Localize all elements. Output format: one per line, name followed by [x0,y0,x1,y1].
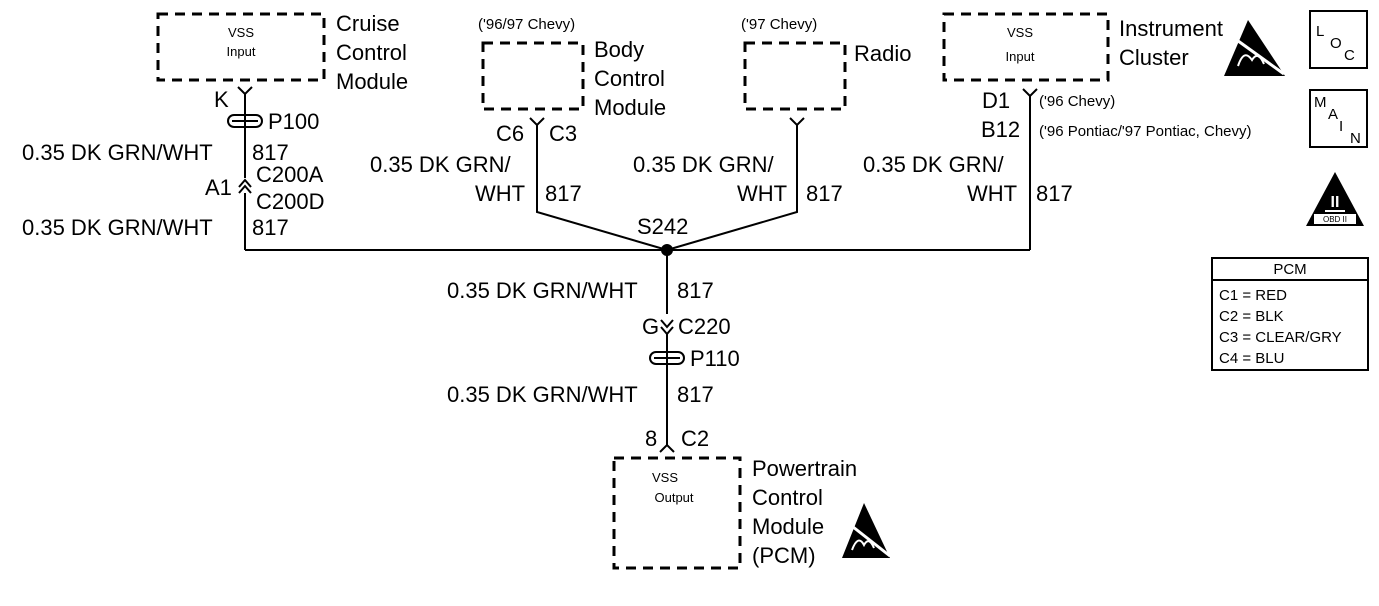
radio-module: ('97 Chevy) Radio [741,16,911,111]
cluster-name-line2: Cluster [1119,45,1189,70]
loc-letter-c: C [1344,47,1355,64]
bcm-wire-gauge-line1: 0.35 DK GRN/ [370,152,511,177]
pcm-connector-color-table: PCM C1 = RED C2 = BLK C3 = CLEAR/GRY C4 … [1211,257,1369,371]
pin-c2: C2 [681,426,709,451]
bcm-wire-gauge-line2: WHT [475,181,525,206]
pin-b12: B12 [981,117,1020,142]
pcm-wire-upper-circuit: 817 [677,278,714,303]
pcm-table-row-c4: C4 = BLU [1219,350,1284,367]
c220-label: C220 [678,314,731,339]
pin-c3: C3 [549,121,577,146]
pin-a1: A1 [205,175,232,200]
p100-connector [227,114,263,128]
cruise-box-label-vss: VSS [228,25,254,40]
pcm-esd-warning-icon [842,503,891,558]
radio-note: ('97 Chevy) [741,16,817,33]
cruise-name-line1: Cruise [336,11,400,36]
p110-connector [649,351,685,365]
main-letter-n: N [1350,130,1361,147]
bcm-wire-circuit: 817 [545,181,582,206]
pin-8: 8 [645,426,657,451]
cruise-name-line3: Module [336,69,408,94]
instrument-cluster: VSS Input Instrument Cluster [942,12,1223,82]
main-letter-i: I [1339,118,1343,135]
pin-g: G [642,314,659,339]
cruise-wire-lower-circuit: 817 [252,215,289,240]
radio-wire [666,117,805,251]
obd-ii-symbol-icon: II OBD II [1306,172,1364,226]
pcm-wire-lower-gauge: 0.35 DK GRN/WHT [447,382,638,407]
pcm-table-row-c1: C1 = RED [1219,287,1287,304]
pin-k: K [214,87,229,112]
p100-label: P100 [268,109,319,134]
radio-wire-circuit: 817 [806,181,843,206]
loc-letter-o: O [1330,35,1342,52]
bcm-box [481,41,585,111]
pcm-table-row-c3: C3 = CLEAR/GRY [1219,329,1342,346]
pcm-table-row-c2: C2 = BLK [1219,308,1284,325]
c200a-label: C200A [256,162,324,187]
pin-c6: C6 [496,121,524,146]
pin-d1-note: ('96 Chevy) [1039,93,1115,110]
bcm-wire [529,117,668,251]
pcm-name-line3: Module [752,514,824,539]
body-control-module: ('96/97 Chevy) Body Control Module [478,16,666,120]
cruise-control-module: VSS Input Cruise Control Module [156,11,408,94]
loc-letter-l: L [1316,23,1324,40]
c200-connector-icon [238,178,252,194]
cluster-name-line1: Instrument [1119,16,1223,41]
main-symbol-icon: M A I N [1309,89,1368,148]
main-letter-m: M [1314,94,1327,111]
cruise-wire-upper-circuit: 817 [252,140,289,165]
loc-symbol-icon: L O C [1309,10,1368,69]
cluster-wire [1022,88,1038,250]
pcm-box-label-vss: VSS [652,470,678,485]
cruise-box-label-input: Input [227,44,256,59]
pcm-wire-lower-circuit: 817 [677,382,714,407]
powertrain-control-module: VSS Output Powertrain Control Module (PC… [612,456,857,570]
main-letter-a: A [1328,106,1338,123]
pcm-table-title: PCM [1273,261,1306,278]
pcm-name-line2: Control [752,485,823,510]
cluster-wire-gauge-line1: 0.35 DK GRN/ [863,152,1004,177]
pcm-box-label-output: Output [654,490,693,505]
cluster-box-label-input: Input [1006,49,1035,64]
radio-box [743,41,847,111]
pcm-box [612,456,742,570]
cruise-module-box [156,12,326,82]
radio-name: Radio [854,41,911,66]
pcm-name-line4: (PCM) [752,543,816,568]
cruise-wire-upper-gauge: 0.35 DK GRN/WHT [22,140,213,165]
radio-wire-gauge-line2: WHT [737,181,787,206]
pin-b12-note: ('96 Pontiac/'97 Pontiac, Chevy) [1039,123,1252,140]
p110-label: P110 [690,346,740,371]
pcm-wire-upper-gauge: 0.35 DK GRN/WHT [447,278,638,303]
pin-d1: D1 [982,88,1010,113]
esd-warning-icon [1224,20,1285,76]
pcm-pin-fork [659,443,675,453]
obd-roman: II [1331,194,1340,211]
cruise-pin-fork [237,86,253,114]
bcm-name-line1: Body [594,37,644,62]
cluster-wire-circuit: 817 [1036,181,1073,206]
cluster-wire-gauge-line2: WHT [967,181,1017,206]
s242-label: S242 [637,214,688,239]
pcm-name-line1: Powertrain [752,456,857,481]
c220-connector-icon [660,319,674,336]
bcm-name-line3: Module [594,95,666,120]
cruise-wire-lower-gauge: 0.35 DK GRN/WHT [22,215,213,240]
c200d-label: C200D [256,189,324,214]
obd-label: OBD II [1323,215,1347,224]
bcm-name-line2: Control [594,66,665,91]
radio-wire-gauge-line1: 0.35 DK GRN/ [633,152,774,177]
cluster-box [942,12,1110,82]
cruise-name-line2: Control [336,40,407,65]
bcm-note: ('96/97 Chevy) [478,16,575,33]
cluster-box-label-vss: VSS [1007,25,1033,40]
